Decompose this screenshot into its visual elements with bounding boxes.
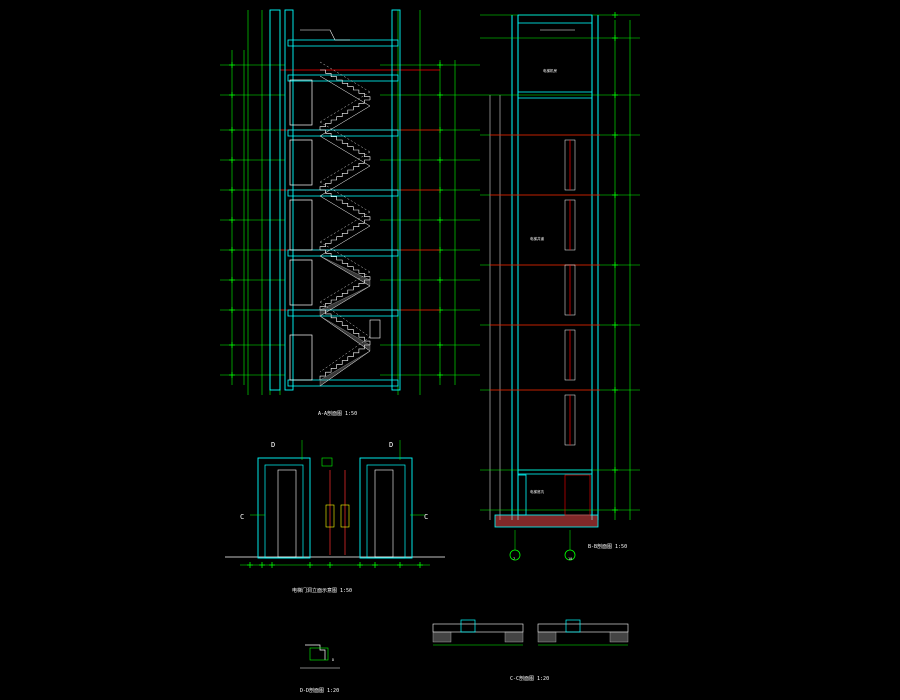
aa-floor-slab	[287, 74, 399, 82]
aa-stair-railing	[319, 61, 371, 93]
aa-stair-flight	[319, 99, 370, 130]
aa-stair-flight	[319, 219, 370, 250]
bb-pit-slab	[494, 514, 599, 528]
dd-profile	[305, 644, 326, 660]
aa-stair-flight-hatch	[319, 285, 371, 317]
door-frame-right-inner	[366, 464, 406, 559]
aa-floor-slab	[287, 39, 399, 47]
aa-floor-slab	[287, 129, 399, 137]
aa-stair-flight	[320, 129, 371, 160]
aa-stair-flight	[319, 279, 370, 310]
aa-stair-flight	[320, 189, 371, 220]
bb-machine-floor	[517, 91, 593, 99]
caption-door-elevation: 电梯门洞立面示意图 1:50	[292, 587, 352, 594]
cc-block-left-slab	[432, 623, 524, 633]
dd-frame	[309, 647, 329, 661]
bb-pit-ladder	[517, 474, 527, 516]
cc-block-right-hatch-left	[537, 631, 557, 643]
aa-stair-railing	[319, 151, 371, 183]
label-machine-room: 电梯机房	[543, 68, 557, 73]
aa-floor-slab	[287, 249, 399, 257]
aa-stair-flight-underside	[319, 105, 371, 137]
aa-floor-slab	[287, 309, 399, 317]
aa-door-opening	[289, 79, 313, 126]
aa-door-opening	[289, 334, 313, 381]
cc-block-left-frame	[460, 619, 476, 633]
marker-c-right: C	[424, 513, 428, 521]
aa-stair-flight-hatch	[319, 255, 371, 287]
marker-dd: D	[332, 658, 334, 662]
door-leaf-left	[277, 469, 297, 558]
bb-pit-buffer	[564, 474, 591, 516]
door-call-button	[340, 504, 350, 528]
cc-block-right-frame	[565, 619, 581, 633]
cc-block-left-hatch-left	[432, 631, 452, 643]
marker-c-left: C	[240, 513, 244, 521]
bb-roof-slab	[517, 14, 593, 24]
caption-section-dd: D-D剖面图 1:20	[300, 687, 339, 694]
aa-floor-slab	[287, 379, 399, 387]
bb-pit-top	[517, 469, 593, 475]
aa-stair-flight-underside	[319, 225, 371, 257]
door-call-indicator	[321, 457, 333, 467]
aa-floor-slab	[287, 189, 399, 197]
aa-door-opening	[289, 259, 313, 306]
label-pit: 电梯底坑	[530, 489, 544, 494]
caption-section-cc: C-C剖面图 1:20	[510, 675, 549, 682]
aa-stair-flight	[320, 69, 371, 100]
marker-d-right: D	[389, 441, 393, 449]
door-leaf-right	[374, 469, 394, 558]
aa-stair-flight-hatch	[319, 315, 371, 352]
cc-block-right-slab	[537, 623, 629, 633]
aa-wall-left	[269, 9, 281, 391]
aa-roof-detail	[300, 29, 350, 41]
aa-stair-flight-hatch	[319, 350, 371, 387]
aa-stair-flight-underside	[319, 195, 371, 227]
door-frame-right	[359, 457, 413, 559]
door-frame-left	[257, 457, 311, 559]
aa-stair-railing	[319, 271, 371, 303]
aa-stair-flight-underside	[319, 135, 371, 167]
door-frame-left-inner	[264, 464, 304, 559]
drawing-geometry	[220, 9, 640, 669]
aa-stair-railing	[319, 91, 371, 123]
caption-section-bb: B-B剖面图 1:50	[588, 543, 627, 550]
aa-stair-railing	[319, 181, 371, 213]
aa-stair-railing	[319, 241, 371, 273]
marker-d-left: D	[271, 441, 275, 449]
aa-door-small	[369, 319, 381, 339]
cc-block-left-hatch-right	[504, 631, 524, 643]
door-call-button	[325, 504, 335, 528]
aa-stair-railing	[319, 121, 371, 153]
aa-door-opening	[289, 139, 313, 186]
caption-section-aa: A-A剖面图 1:50	[318, 410, 357, 417]
aa-stair-railing	[319, 211, 371, 243]
axis-label-7: 7	[513, 557, 515, 561]
aa-stair-flight-underside	[319, 165, 371, 197]
aa-stair-flight	[320, 309, 371, 345]
aa-stair-flight	[319, 344, 370, 380]
aa-stair-flight	[320, 249, 371, 280]
aa-stair-flight	[319, 159, 370, 190]
cc-block-right-hatch-right	[609, 631, 629, 643]
axis-label-10: 10	[568, 557, 572, 561]
label-shaft: 电梯井道	[530, 236, 544, 241]
aa-stair-flight-underside	[319, 75, 371, 107]
aa-wall-right	[391, 9, 401, 391]
aa-door-opening	[289, 199, 313, 251]
